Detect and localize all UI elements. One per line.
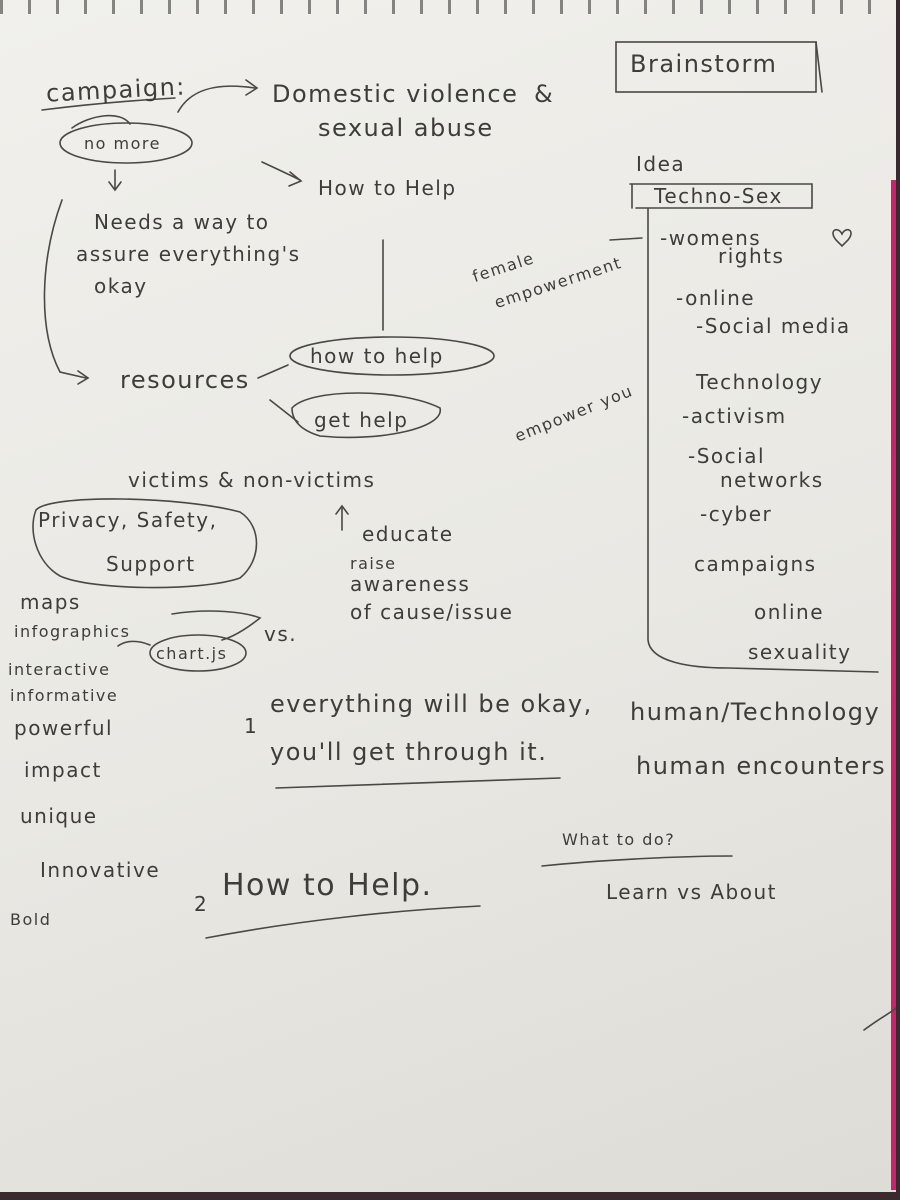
message-2-how-to-help: How to Help. — [222, 868, 433, 903]
human-encounters-note: human encounters — [636, 752, 887, 780]
how-to-help-bubble — [289, 336, 495, 376]
message-2-number: 2 — [194, 892, 209, 916]
feature-infographics: infographics — [14, 622, 131, 641]
message-1-number: 1 — [244, 714, 259, 738]
idea-item-womens: -womens — [660, 226, 762, 250]
educate-line-4: of cause/issue — [350, 600, 514, 624]
idea-item-sexuality: sexuality — [748, 640, 852, 664]
no-more-label: no more — [84, 134, 161, 153]
message-1-line-1: everything will be okay, — [270, 690, 593, 718]
heart-icon — [832, 228, 852, 248]
feature-bold: Bold — [10, 910, 52, 929]
idea-item-campaigns: campaigns — [694, 552, 817, 576]
topic-ampersand: & — [534, 80, 555, 108]
needs-line-3: okay — [94, 274, 148, 298]
idea-item-social: -Social — [688, 444, 766, 468]
feature-powerful: powerful — [14, 716, 114, 740]
needs-line-1: Needs a way to — [94, 210, 270, 234]
pink-background-edge — [891, 180, 896, 1190]
educate-line-1: educate — [362, 522, 454, 546]
brainstorm-title: Brainstorm — [630, 50, 778, 78]
brainstorm-box — [615, 41, 817, 93]
vs-label: vs. — [264, 622, 298, 646]
topic-sexual-abuse: sexual abuse — [318, 114, 494, 142]
educate-line-2: raise — [350, 554, 397, 573]
learn-vs-about-note: Learn vs About — [606, 880, 777, 904]
idea-item-cyber: -cyber — [700, 502, 773, 526]
what-to-do-note: What to do? — [562, 830, 676, 849]
feature-maps: maps — [20, 590, 81, 614]
privacy-line-1: Privacy, Safety, — [38, 508, 218, 532]
topic-domestic-violence: Domestic violence — [272, 80, 519, 108]
human-technology-note: human/Technology — [630, 698, 881, 726]
feature-interactive: interactive — [8, 660, 111, 679]
idea-label: Idea — [636, 152, 686, 176]
educate-line-3: awareness — [350, 572, 471, 596]
feature-informative: informative — [10, 686, 119, 705]
needs-line-2: assure everything's — [76, 242, 301, 266]
no-more-circle — [59, 122, 193, 164]
spiral-binding — [0, 0, 896, 14]
feature-innovative: Innovative — [40, 858, 161, 882]
idea-item-online-2: online — [754, 600, 825, 624]
idea-item-social-media: -Social media — [696, 314, 851, 338]
get-help-bubble-label: get help — [314, 408, 409, 432]
idea-item-online: -online — [676, 286, 756, 310]
idea-item-rights: rights — [718, 244, 785, 268]
feature-unique: unique — [20, 804, 98, 828]
chartjs-circle — [149, 634, 247, 672]
feature-impact: impact — [24, 758, 102, 782]
idea-item-networks: networks — [720, 468, 824, 492]
audience-label: victims & non-victims — [128, 468, 376, 492]
message-1-line-2: you'll get through it. — [270, 738, 548, 766]
techno-sex-title: Techno-Sex — [654, 184, 783, 208]
resources-label: resources — [120, 366, 250, 394]
chartjs-label: chart.js — [156, 644, 228, 663]
idea-item-technology: Technology — [696, 370, 824, 394]
privacy-line-2: Support — [106, 552, 196, 576]
how-to-help-bubble-label: how to help — [310, 344, 444, 368]
how-to-help-heading: How to Help — [318, 176, 457, 200]
idea-item-activism: -activism — [682, 404, 787, 428]
